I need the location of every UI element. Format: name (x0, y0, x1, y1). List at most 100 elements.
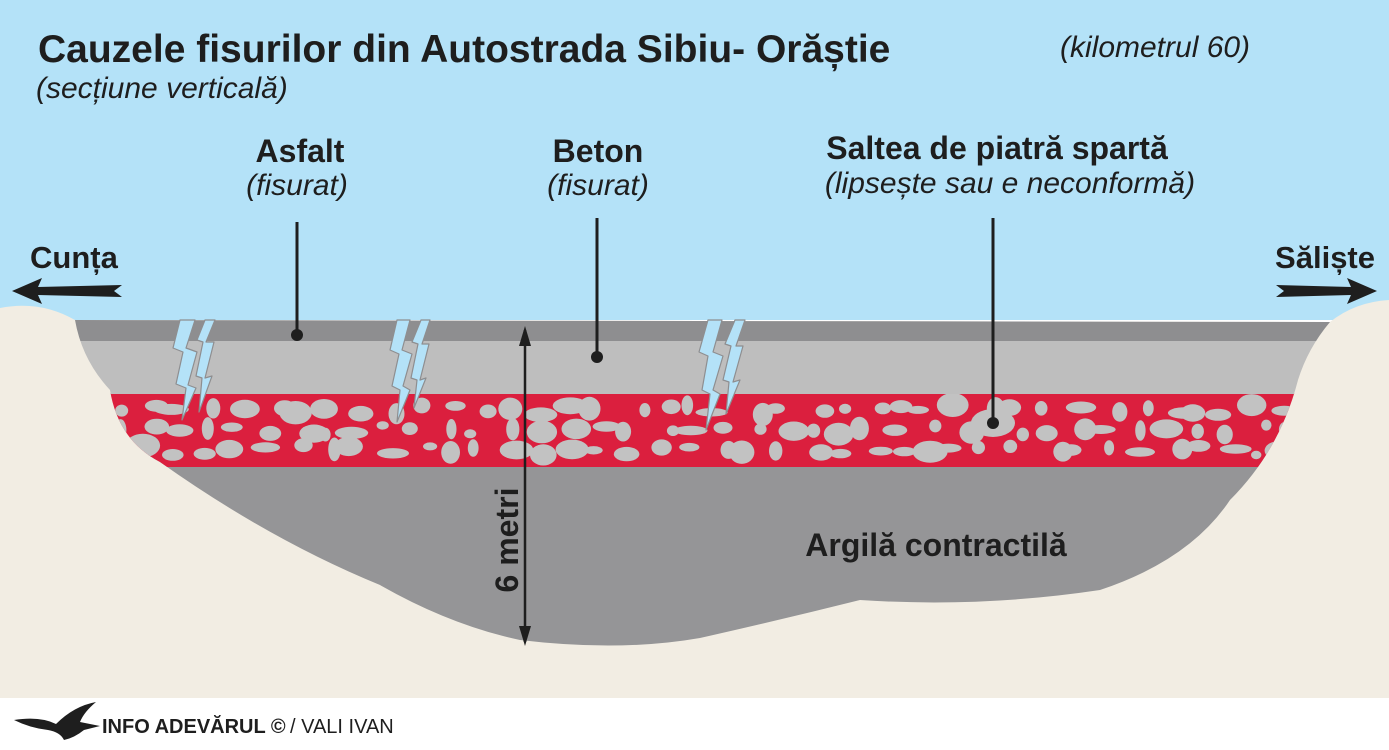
stone (971, 440, 986, 455)
arrow-right-icon (1276, 278, 1377, 304)
footer-band (0, 698, 1389, 750)
stone (1065, 401, 1097, 414)
clay-label: Argilă contractilă (805, 527, 1067, 563)
stone (524, 407, 558, 423)
trench-layers (75, 320, 1330, 646)
stone (467, 439, 479, 457)
crack-1 (172, 319, 198, 421)
stone (651, 439, 672, 456)
stone (1191, 423, 1204, 439)
stone (1180, 404, 1206, 422)
stone (874, 402, 892, 415)
stone (807, 423, 821, 438)
stone (615, 421, 632, 442)
stone (639, 403, 651, 418)
stone (1016, 427, 1029, 442)
stone (446, 419, 457, 440)
stone (555, 439, 589, 460)
stone (464, 429, 477, 439)
broken-stones (114, 393, 1298, 466)
stone (423, 442, 438, 451)
title: Cauzele fisurilor din Autostrada Sibiu- … (38, 28, 890, 71)
credit-brand: INFO ADEVĂRUL © (102, 715, 286, 738)
stone (1112, 402, 1128, 422)
direction-left-label: Cunța (30, 240, 119, 275)
crack-3 (389, 319, 413, 423)
sky (0, 0, 1389, 320)
stone (729, 440, 755, 464)
stone (868, 446, 893, 456)
stone (778, 421, 810, 441)
stone (1205, 408, 1232, 421)
stone (1086, 425, 1116, 434)
stone (348, 405, 374, 422)
stone (1149, 419, 1184, 439)
stone (498, 397, 523, 420)
stone (530, 444, 557, 466)
asphalt-note: (fisurat) (246, 169, 348, 202)
crack-4 (410, 319, 431, 409)
stone (839, 403, 852, 414)
asphalt-layer (75, 320, 1330, 341)
stone (809, 444, 833, 461)
stone (935, 443, 962, 453)
stone (1034, 401, 1048, 416)
stone (1003, 439, 1018, 453)
leaders (295, 218, 995, 422)
stone (413, 397, 431, 414)
stone (166, 424, 194, 437)
stone (769, 441, 783, 461)
stone (479, 404, 497, 419)
stone (206, 398, 221, 419)
stone (766, 403, 785, 414)
stone (1219, 444, 1252, 454)
concrete-note: (fisurat) (547, 169, 649, 202)
stone (115, 404, 129, 417)
stone (499, 440, 534, 460)
stone (1216, 424, 1233, 445)
stone (666, 425, 680, 437)
stone (674, 425, 708, 436)
stone (334, 436, 363, 457)
stone (377, 448, 409, 459)
stone (1035, 425, 1058, 442)
stone (220, 422, 243, 432)
stone (193, 447, 216, 460)
stone (679, 442, 700, 452)
title-km: (kilometrul 60) (1060, 31, 1250, 64)
stone (584, 446, 603, 455)
stone (1237, 394, 1267, 417)
stone (334, 426, 369, 439)
eagle-logo-icon (14, 702, 100, 740)
stone (823, 422, 854, 446)
stone (294, 438, 313, 453)
crack-5 (698, 319, 724, 431)
stone (154, 403, 189, 415)
crack-6 (722, 319, 746, 415)
stone (681, 395, 694, 416)
stone (1142, 400, 1154, 417)
stone (201, 417, 214, 440)
depth-label: 6 metri (489, 488, 525, 593)
stone (907, 405, 929, 414)
stone (320, 427, 331, 442)
stone (162, 449, 184, 461)
stone-leader-dot (987, 417, 999, 429)
stone (215, 439, 244, 459)
stone (815, 404, 835, 418)
stone (250, 442, 281, 453)
concrete-leader-dot (591, 351, 603, 363)
stone (561, 418, 592, 440)
stone-mattress-note: (lipsește sau e neconformă) (825, 167, 1195, 200)
depth-measure (519, 326, 531, 646)
depth-arrow-top (519, 326, 531, 346)
cracks (172, 319, 746, 431)
stone (936, 393, 969, 417)
stone (1186, 440, 1211, 452)
stone (849, 416, 869, 441)
stone (754, 423, 767, 435)
stone (1125, 447, 1155, 457)
stone (1172, 438, 1193, 460)
stone (506, 418, 520, 441)
